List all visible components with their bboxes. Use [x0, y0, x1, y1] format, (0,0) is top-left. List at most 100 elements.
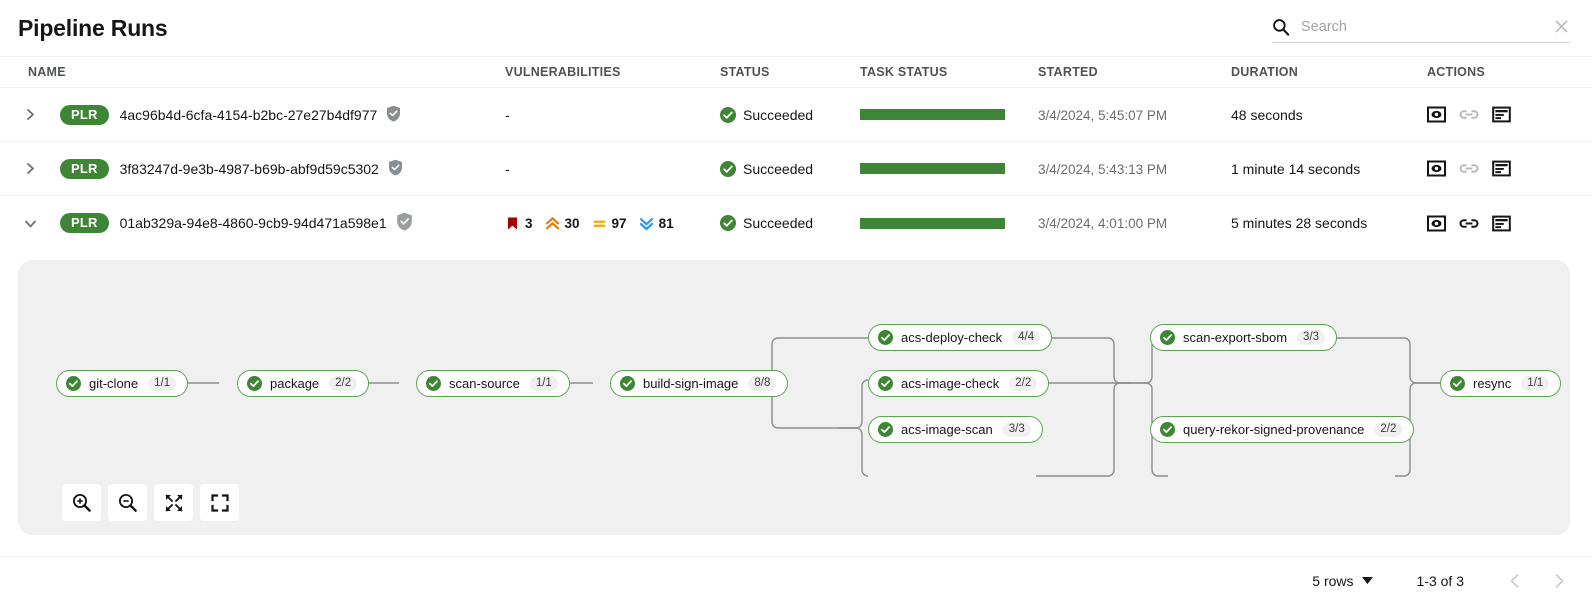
pagination-range: 1-3 of 3 — [1416, 572, 1464, 589]
view-output-icon[interactable] — [1427, 105, 1446, 124]
fit-to-screen-icon — [165, 494, 182, 511]
success-check-icon — [1160, 422, 1175, 437]
verified-shield-icon — [386, 105, 401, 125]
duration-cell: 1 minute 14 seconds — [1231, 161, 1427, 177]
chevron-right-icon — [26, 163, 34, 174]
pipeline-node-resync[interactable]: resync 1/1 — [1440, 370, 1562, 397]
logs-icon[interactable] — [1492, 105, 1511, 124]
vulnerability-critical: 3 — [505, 216, 533, 231]
link-icon[interactable] — [1459, 159, 1479, 178]
success-check-icon — [247, 376, 262, 391]
zoom-in-icon — [73, 494, 91, 512]
run-name-label[interactable]: 3f83247d-9e3b-4987-b69b-abf9d59c5302 — [119, 160, 379, 177]
plr-badge[interactable]: PLR — [60, 158, 109, 179]
plr-badge[interactable]: PLR — [60, 104, 109, 125]
vulnerability-important: 30 — [545, 216, 580, 231]
verified-shield-icon — [396, 212, 413, 234]
chevron-down-icon — [1361, 576, 1373, 584]
duration-label: 5 minutes 28 seconds — [1231, 215, 1368, 231]
expand-toggle[interactable] — [0, 162, 60, 175]
important-severity-icon — [545, 216, 559, 229]
success-check-icon — [1450, 376, 1465, 391]
vulnerabilities-empty: - — [505, 160, 510, 177]
table-row[interactable]: PLR 01ab329a-94e8-4860-9cb9-94d471a598e1… — [0, 196, 1592, 250]
pipeline-node-acs-image-scan[interactable]: acs-image-scan 3/3 — [868, 416, 1043, 443]
node-label: acs-image-check — [901, 376, 1000, 391]
collapse-toggle[interactable] — [0, 217, 60, 230]
link-icon[interactable] — [1459, 214, 1479, 233]
started-cell: 3/4/2024, 5:45:07 PM — [1038, 107, 1231, 123]
run-name-cell[interactable]: PLR 3f83247d-9e3b-4987-b69b-abf9d59c5302 — [60, 158, 505, 179]
success-check-icon — [426, 376, 441, 391]
link-icon[interactable] — [1459, 105, 1479, 124]
run-name-cell[interactable]: PLR 01ab329a-94e8-4860-9cb9-94d471a598e1 — [60, 212, 505, 234]
important-count: 30 — [564, 215, 580, 231]
table-row[interactable]: PLR 3f83247d-9e3b-4987-b69b-abf9d59c5302… — [0, 142, 1592, 196]
node-count: 8/8 — [748, 375, 777, 392]
chevron-left-icon — [1510, 573, 1519, 588]
low-severity-icon — [639, 217, 653, 230]
pipeline-node-scan-source[interactable]: scan-source 1/1 — [416, 370, 570, 397]
pipeline-node-acs-deploy-check[interactable]: acs-deploy-check 4/4 — [868, 324, 1053, 351]
pipeline-node-git-clone[interactable]: git-clone 1/1 — [56, 370, 189, 397]
table-row[interactable]: PLR 4ac96b4d-6cfa-4154-b2bc-27e27b4df977… — [0, 88, 1592, 142]
vulnerability-low: 81 — [639, 216, 674, 231]
zoom-out-icon — [119, 494, 137, 512]
low-count: 81 — [658, 215, 674, 231]
plr-badge[interactable]: PLR — [60, 213, 109, 233]
node-count: 3/3 — [1002, 421, 1031, 438]
pipeline-node-scan-export-sbom[interactable]: scan-export-sbom 3/3 — [1150, 324, 1338, 351]
search-bar[interactable] — [1272, 11, 1570, 43]
task-status-cell — [860, 217, 1038, 229]
column-header-vulnerabilities: VULNERABILITIES — [505, 65, 621, 79]
zoom-in-button[interactable] — [62, 484, 101, 521]
chevron-right-icon — [26, 109, 34, 120]
table-footer: 5 rows 1-3 of 3 — [0, 556, 1592, 604]
pipeline-node-acs-image-check[interactable]: acs-image-check 2/2 — [868, 370, 1050, 397]
rows-per-page-select[interactable]: 5 rows — [1312, 572, 1373, 589]
pipeline-edges — [155, 337, 1440, 477]
pipeline-node-query-rekor-signed-provenance[interactable]: query-rekor-signed-provenance 2/2 — [1150, 416, 1415, 443]
node-label: scan-source — [449, 376, 520, 391]
pipeline-node-package[interactable]: package 2/2 — [237, 370, 370, 397]
node-count: 1/1 — [1521, 375, 1550, 392]
success-check-icon — [878, 376, 893, 391]
vulnerabilities-cell: 3 30 97 81 — [505, 216, 720, 231]
vulnerabilities-cell: - — [505, 107, 720, 123]
node-label: package — [270, 376, 320, 391]
next-page-button[interactable] — [1552, 573, 1566, 589]
pagination-controls — [1508, 573, 1566, 589]
status-label: Succeeded — [743, 106, 814, 123]
started-cell: 3/4/2024, 5:43:13 PM — [1038, 161, 1231, 177]
node-count: 2/2 — [1374, 421, 1403, 438]
node-count: 4/4 — [1012, 329, 1041, 346]
column-header-name: NAME — [28, 65, 66, 79]
fit-to-screen-button[interactable] — [154, 484, 193, 521]
view-output-icon[interactable] — [1427, 159, 1446, 178]
expand-button[interactable] — [200, 484, 239, 521]
run-name-cell[interactable]: PLR 4ac96b4d-6cfa-4154-b2bc-27e27b4df977 — [60, 104, 505, 125]
view-output-icon[interactable] — [1427, 214, 1446, 233]
logs-icon[interactable] — [1492, 159, 1511, 178]
pipeline-node-build-sign-image[interactable]: build-sign-image 8/8 — [610, 370, 789, 397]
pipeline-graph-panel[interactable]: git-clone 1/1 package 2/2 scan-source 1/… — [18, 260, 1570, 535]
expand-toggle[interactable] — [0, 108, 60, 121]
node-count: 1/1 — [148, 375, 177, 392]
started-label: 3/4/2024, 5:45:07 PM — [1038, 107, 1168, 123]
search-input[interactable] — [1301, 18, 1547, 35]
zoom-out-button[interactable] — [108, 484, 147, 521]
started-label: 3/4/2024, 5:43:13 PM — [1038, 161, 1168, 177]
run-name-label[interactable]: 4ac96b4d-6cfa-4154-b2bc-27e27b4df977 — [119, 106, 378, 123]
task-status-cell — [860, 109, 1038, 120]
duration-cell: 48 seconds — [1231, 107, 1427, 123]
node-count: 3/3 — [1297, 329, 1326, 346]
logs-icon[interactable] — [1492, 214, 1511, 233]
success-check-icon — [720, 215, 736, 231]
previous-page-button[interactable] — [1508, 573, 1522, 589]
page-header: Pipeline Runs — [0, 0, 1592, 56]
rows-per-page-label: 5 rows — [1312, 572, 1354, 589]
column-header-started: STARTED — [1038, 65, 1098, 79]
run-name-label[interactable]: 01ab329a-94e8-4860-9cb9-94d471a598e1 — [119, 215, 387, 231]
close-icon[interactable] — [1553, 18, 1570, 35]
success-check-icon — [878, 422, 893, 437]
